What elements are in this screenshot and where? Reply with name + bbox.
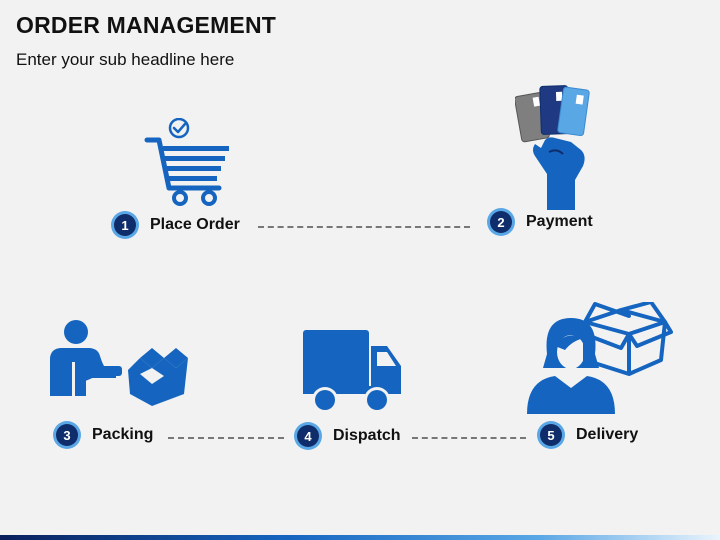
step-number-badge: 4 bbox=[297, 425, 319, 447]
step-label: Place Order bbox=[150, 216, 240, 233]
footer-gradient-bar bbox=[0, 535, 720, 540]
dashed-connector bbox=[168, 437, 284, 439]
step-number-badge: 1 bbox=[114, 214, 136, 236]
step-number-badge: 5 bbox=[540, 424, 562, 446]
dashed-connector bbox=[258, 226, 470, 228]
step-label: Delivery bbox=[576, 426, 639, 443]
delivery-truck-icon bbox=[303, 330, 401, 413]
step-packing: 3 Packing bbox=[56, 424, 153, 446]
step-number-badge: 2 bbox=[490, 211, 512, 233]
person-receiving-box-icon bbox=[527, 302, 673, 414]
hand-holding-cards-icon bbox=[515, 85, 590, 210]
step-label: Packing bbox=[92, 426, 154, 443]
page-subtitle: Enter your sub headline here bbox=[16, 50, 235, 69]
step-label: Payment bbox=[526, 213, 593, 230]
step-place-order: 1 Place Order bbox=[114, 214, 240, 236]
dashed-connector bbox=[412, 437, 526, 439]
step-label: Dispatch bbox=[333, 427, 401, 444]
step-number-badge: 3 bbox=[56, 424, 78, 446]
step-dispatch: 4 Dispatch bbox=[297, 425, 401, 447]
page-title: ORDER MANAGEMENT bbox=[16, 12, 277, 38]
step-delivery: 5 Delivery bbox=[540, 424, 638, 446]
step-payment: 2 Payment bbox=[490, 211, 593, 233]
shopping-cart-check-icon bbox=[144, 118, 229, 206]
person-handing-box-icon bbox=[50, 320, 188, 406]
